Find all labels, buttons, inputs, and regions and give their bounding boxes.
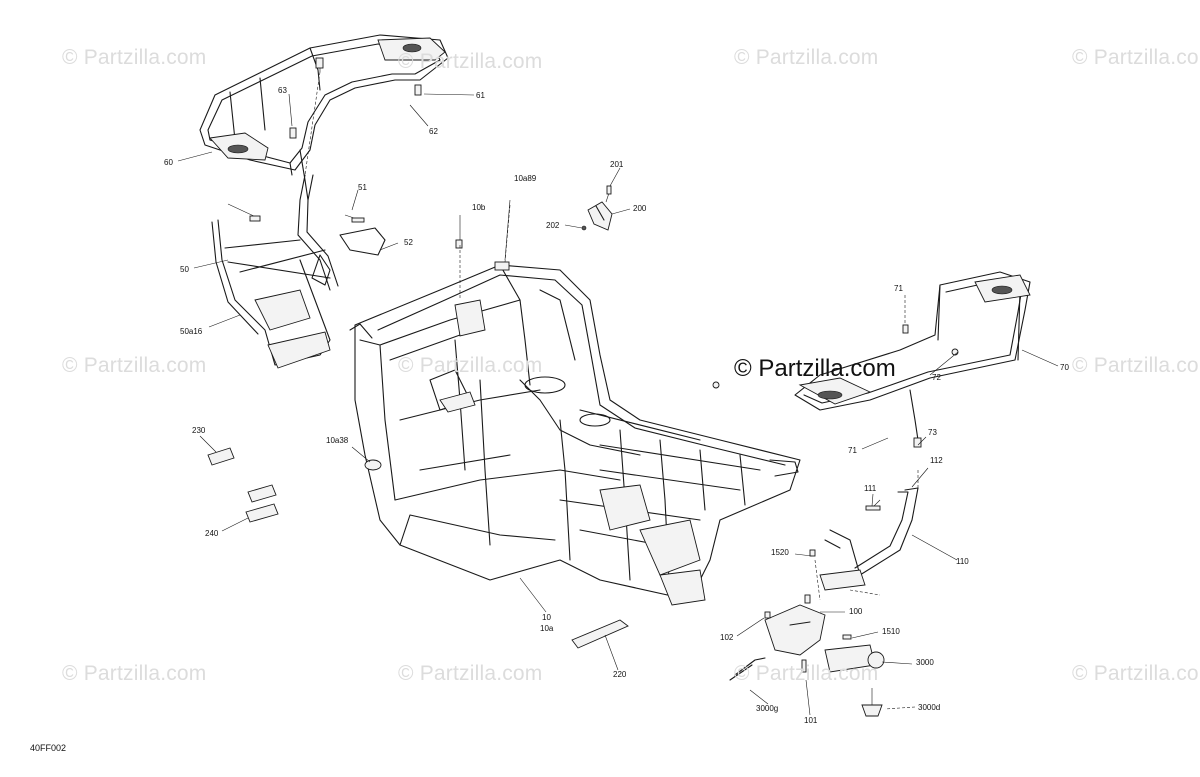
watermark: © Partzilla.com [62,46,207,69]
diagram-code: 40FF002 [30,743,67,753]
callout-110[interactable]: 110 [956,557,969,566]
callout-70[interactable]: 70 [1060,363,1069,372]
callout-63[interactable]: 63 [278,86,287,95]
callout-3000d[interactable]: 3000d [918,703,941,712]
front-bumper-drawing [211,174,386,369]
callout-73[interactable]: 73 [928,428,937,437]
callout-102[interactable]: 102 [720,633,734,642]
callout-100[interactable]: 100 [849,607,863,616]
callout-1510[interactable]: 1510 [882,627,900,636]
callout-51[interactable]: 51 [358,183,367,192]
callout-201[interactable]: 201 [610,160,624,169]
watermark: © Partzilla.com [398,354,543,377]
center-watermark: © Partzilla.com [734,355,896,382]
callout-10a89[interactable]: 10a89 [514,174,537,183]
watermark: © Partzilla.com [1072,354,1200,377]
callout-60[interactable]: 60 [164,158,173,167]
watermark: © Partzilla.com [398,662,543,685]
part-220-drawing [571,619,629,649]
rear-rack-drawing [712,271,1031,448]
front-rack-drawing [199,34,449,201]
callout-72[interactable]: 72 [932,373,941,382]
callout-10a[interactable]: 10a [540,624,554,633]
watermark: © Partzilla.com [1072,46,1200,69]
watermark: © Partzilla.com [1072,662,1200,685]
watermark: © Partzilla.com [734,46,879,69]
hitch-drawing [729,487,919,717]
callout-61[interactable]: 61 [476,91,485,100]
callout-3000g[interactable]: 3000g [756,704,779,713]
callout-220[interactable]: 220 [613,670,627,679]
callout-202[interactable]: 202 [546,221,560,230]
watermark: © Partzilla.com [734,662,879,685]
callout-10a38[interactable]: 10a38 [326,436,349,445]
leader-lines [177,71,1059,716]
callout-50a16[interactable]: 50a16 [180,327,203,336]
watermark: © Partzilla.com [62,354,207,377]
callout-230[interactable]: 230 [192,426,206,435]
watermark: © Partzilla.com [398,50,543,73]
callout-71-bottom[interactable]: 71 [848,446,857,455]
bracket-200-drawing [581,185,613,231]
callout-101[interactable]: 101 [804,716,818,725]
callout-3000[interactable]: 3000 [916,658,934,667]
callout-240[interactable]: 240 [205,529,219,538]
callout-1520[interactable]: 1520 [771,548,789,557]
callout-62[interactable]: 62 [429,127,438,136]
small-parts-left-drawing [207,447,279,523]
main-frame-drawing [349,199,801,606]
watermark: © Partzilla.com [62,662,207,685]
callout-112[interactable]: 112 [930,456,943,465]
callout-10[interactable]: 10 [542,613,551,622]
callout-111[interactable]: 111 [864,484,877,493]
callout-50[interactable]: 50 [180,265,189,274]
callout-200[interactable]: 200 [633,204,647,213]
callout-10b[interactable]: 10b [472,203,486,212]
callout-71-top[interactable]: 71 [894,284,903,293]
callout-52[interactable]: 52 [404,238,413,247]
